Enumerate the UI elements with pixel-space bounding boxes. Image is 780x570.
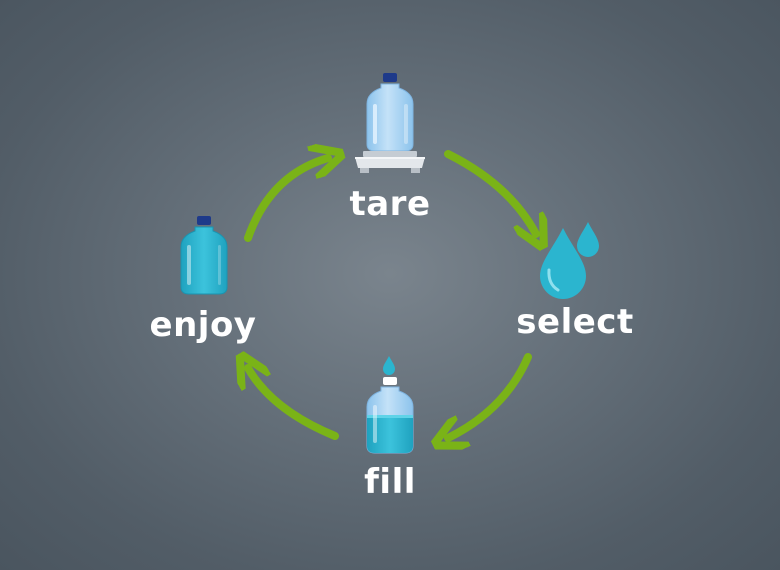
- step-label-enjoy: enjoy: [149, 305, 257, 345]
- step-label-tare: tare: [349, 184, 431, 224]
- water-drops-icon: [540, 222, 599, 299]
- step-label-fill: fill: [364, 462, 416, 502]
- step-label-select: select: [516, 302, 634, 342]
- arrow-fill-to-enjoy: [248, 368, 339, 440]
- arrow-tare-to-select: [444, 150, 536, 234]
- arrow-enjoy-to-tare: [244, 158, 328, 242]
- filling-bottle-icon: [366, 356, 414, 454]
- full-bottle-icon: [180, 216, 228, 295]
- bottle-on-scale-icon: [355, 73, 425, 173]
- cycle-arrows: [248, 154, 536, 438]
- arrow-select-to-fill: [448, 353, 532, 438]
